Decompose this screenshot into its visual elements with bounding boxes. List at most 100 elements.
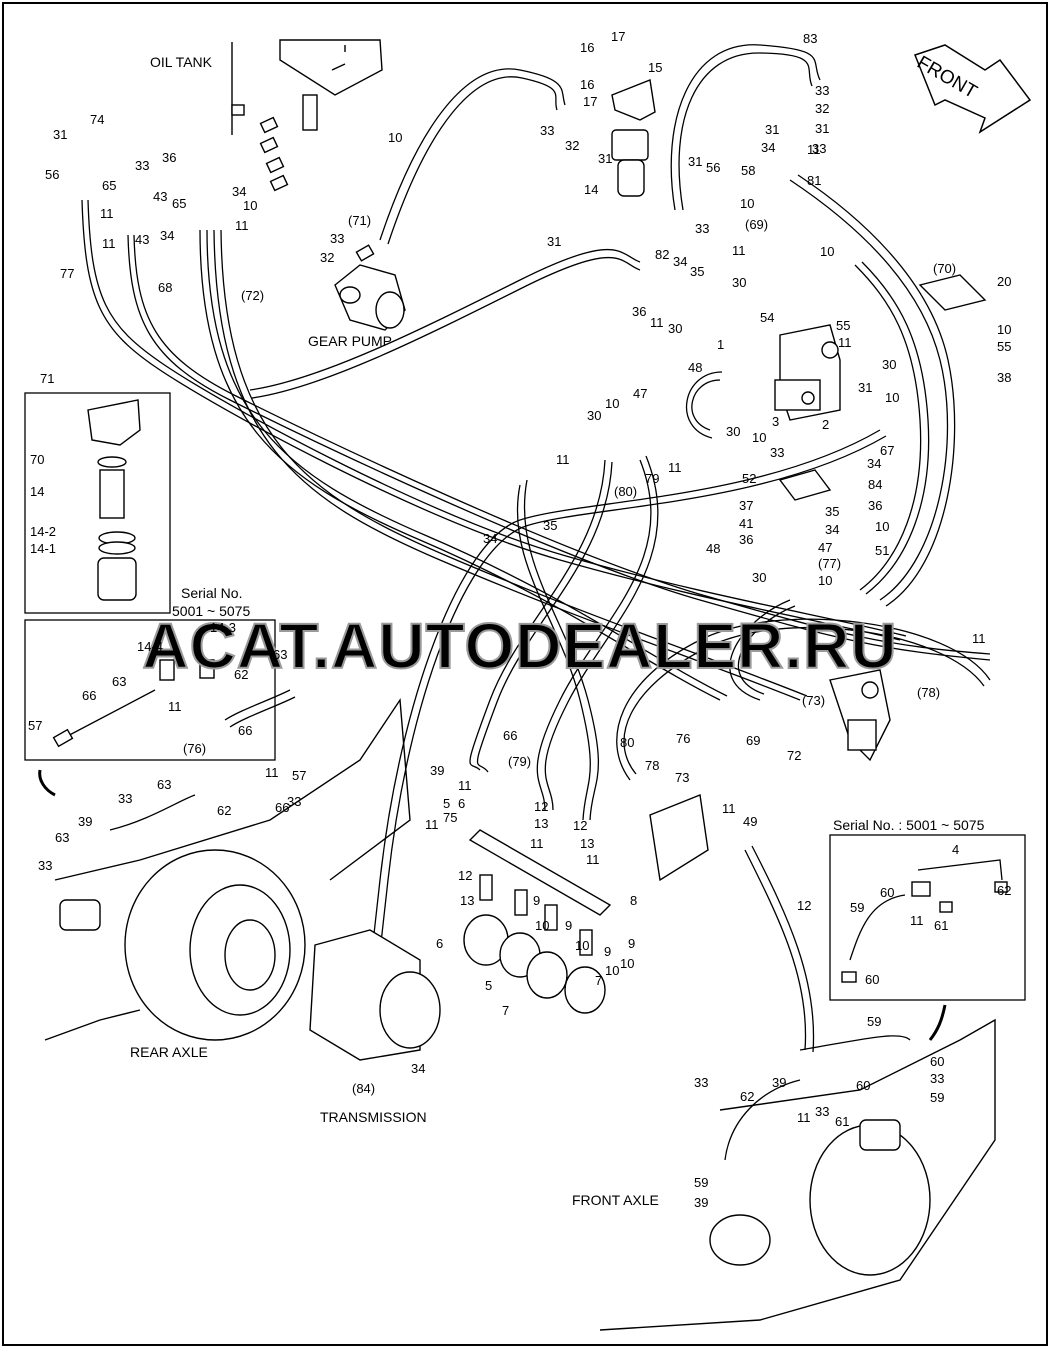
part-callout-number: 68 — [158, 280, 172, 295]
part-callout-number: 60 — [930, 1054, 944, 1069]
part-callout-number: 10 — [740, 196, 754, 211]
part-callout-number: 17 — [611, 29, 625, 44]
manifold-plate — [778, 469, 832, 501]
part-callout-number: 33 — [694, 1075, 708, 1090]
part-callout-number: 10 — [605, 963, 619, 978]
part-callout-number: 13 — [460, 893, 474, 908]
part-callout-number: 7 — [595, 973, 602, 988]
part-callout-number: 9 — [628, 936, 635, 951]
part-callout-number: 10 — [820, 244, 834, 259]
part-callout-number: 33 — [815, 1104, 829, 1119]
part-callout-number: 12 — [534, 799, 548, 814]
part-callout-number: 11 — [838, 335, 852, 350]
part-callout-number: 73 — [675, 770, 689, 785]
part-callout-number: 31 — [858, 380, 872, 395]
part-callout-number: 32 — [320, 250, 334, 265]
part-callout-number: 47 — [818, 540, 832, 555]
control-valve — [774, 324, 841, 421]
part-callout-number: 14 — [584, 182, 598, 197]
part-callout-number: 33 — [118, 791, 132, 806]
label-oil-tank: OIL TANK — [150, 54, 213, 70]
part-callout-number: 60 — [856, 1078, 870, 1093]
part-callout-number: 35 — [690, 264, 704, 279]
label-serial-right: Serial No. : 5001 ~ 5075 — [833, 817, 985, 833]
label-front-axle: FRONT AXLE — [572, 1192, 659, 1208]
part-callout-number: 75 — [443, 810, 457, 825]
transmission — [309, 929, 441, 1061]
serial-inset-fittings — [52, 659, 215, 748]
part-callout-number: (71) — [348, 213, 371, 228]
part-callout-number: 11 — [425, 817, 439, 832]
part-callout-number: (80) — [614, 484, 637, 499]
part-callout-number: 10 — [818, 573, 832, 588]
part-callout-number: 54 — [760, 310, 774, 325]
part-callout-number: 63 — [112, 674, 126, 689]
part-callout-number: 36 — [868, 498, 882, 513]
label-rear-axle: REAR AXLE — [130, 1044, 208, 1060]
part-callout-number: 36 — [632, 304, 646, 319]
part-callout-number: 11 — [586, 852, 600, 867]
label-transmission: TRANSMISSION — [320, 1109, 427, 1125]
part-callout-number: 11 — [668, 460, 682, 475]
part-callout-number: 81 — [807, 173, 821, 188]
part-callout-number: 6 — [436, 936, 443, 951]
part-callout-number: 11 — [807, 142, 821, 157]
part-callout-number: 59 — [850, 900, 864, 915]
part-callout-number: 14-1 — [30, 541, 56, 556]
part-callout-number: 15 — [648, 60, 662, 75]
major-labels: OIL TANK GEAR PUMP FRONT REAR AXLE TRANS… — [130, 52, 985, 1208]
part-callout-number: 10 — [875, 519, 889, 534]
part-callout-number: 11 — [100, 206, 114, 221]
part-callout-number: 30 — [882, 357, 896, 372]
part-callout-number: 10 — [997, 322, 1011, 337]
part-callout-number: 63 — [55, 830, 69, 845]
part-callout-number: 34 — [673, 254, 687, 269]
part-callout-number: 5 — [443, 796, 450, 811]
filter-exploded — [87, 399, 141, 601]
part-callout-number: 9 — [565, 918, 572, 933]
filter-detail-box — [24, 392, 171, 614]
part-callout-number: 10 — [885, 390, 899, 405]
part-callout-number: 62 — [217, 803, 231, 818]
part-callout-number: 13 — [534, 816, 548, 831]
part-callout-number: 11 — [265, 765, 279, 780]
part-callout-number: 11 — [732, 243, 746, 258]
part-callout-number: 43 — [135, 232, 149, 247]
part-callout-number: 11 — [102, 236, 116, 251]
part-callout-number: 62 — [234, 667, 248, 682]
part-callout-number: 55 — [997, 339, 1011, 354]
part-callout-number: 74 — [90, 112, 104, 127]
part-callout-number: 14-3 — [210, 620, 236, 635]
part-callout-number: 34 — [232, 184, 246, 199]
accumulators — [463, 874, 606, 1014]
part-callout-number: 3 — [772, 414, 779, 429]
part-callout-number: 56 — [45, 167, 59, 182]
part-callout-number: 12 — [573, 818, 587, 833]
part-callout-number: (84) — [352, 1081, 375, 1096]
part-callout-number: 10 — [605, 396, 619, 411]
part-callout-number: 67 — [880, 443, 894, 458]
part-callout-number: 79 — [645, 471, 659, 486]
part-callout-number: 33 — [812, 141, 826, 156]
part-callout-number: 84 — [868, 477, 882, 492]
rear-axle — [44, 697, 411, 1041]
part-callout-number: (70) — [933, 261, 956, 276]
part-callout-number: 12 — [797, 898, 811, 913]
oil-tank — [279, 39, 383, 96]
part-callout-number: 52 — [742, 471, 756, 486]
part-callout-number: 83 — [803, 31, 817, 46]
part-callout-number: 10 — [575, 938, 589, 953]
serial-left-inset-box — [24, 619, 276, 761]
part-callout-number: 10 — [243, 198, 257, 213]
part-callout-number: 71 — [40, 371, 54, 386]
part-callout-number: (69) — [745, 217, 768, 232]
part-callout-number: 39 — [772, 1075, 786, 1090]
tank-fittings — [231, 104, 289, 192]
part-callout-number: 34 — [761, 140, 775, 155]
part-callout-number: 66 — [238, 723, 252, 738]
part-callout-number: 66 — [82, 688, 96, 703]
part-callout-number: 55 — [836, 318, 850, 333]
part-callout-number: 10 — [388, 130, 402, 145]
